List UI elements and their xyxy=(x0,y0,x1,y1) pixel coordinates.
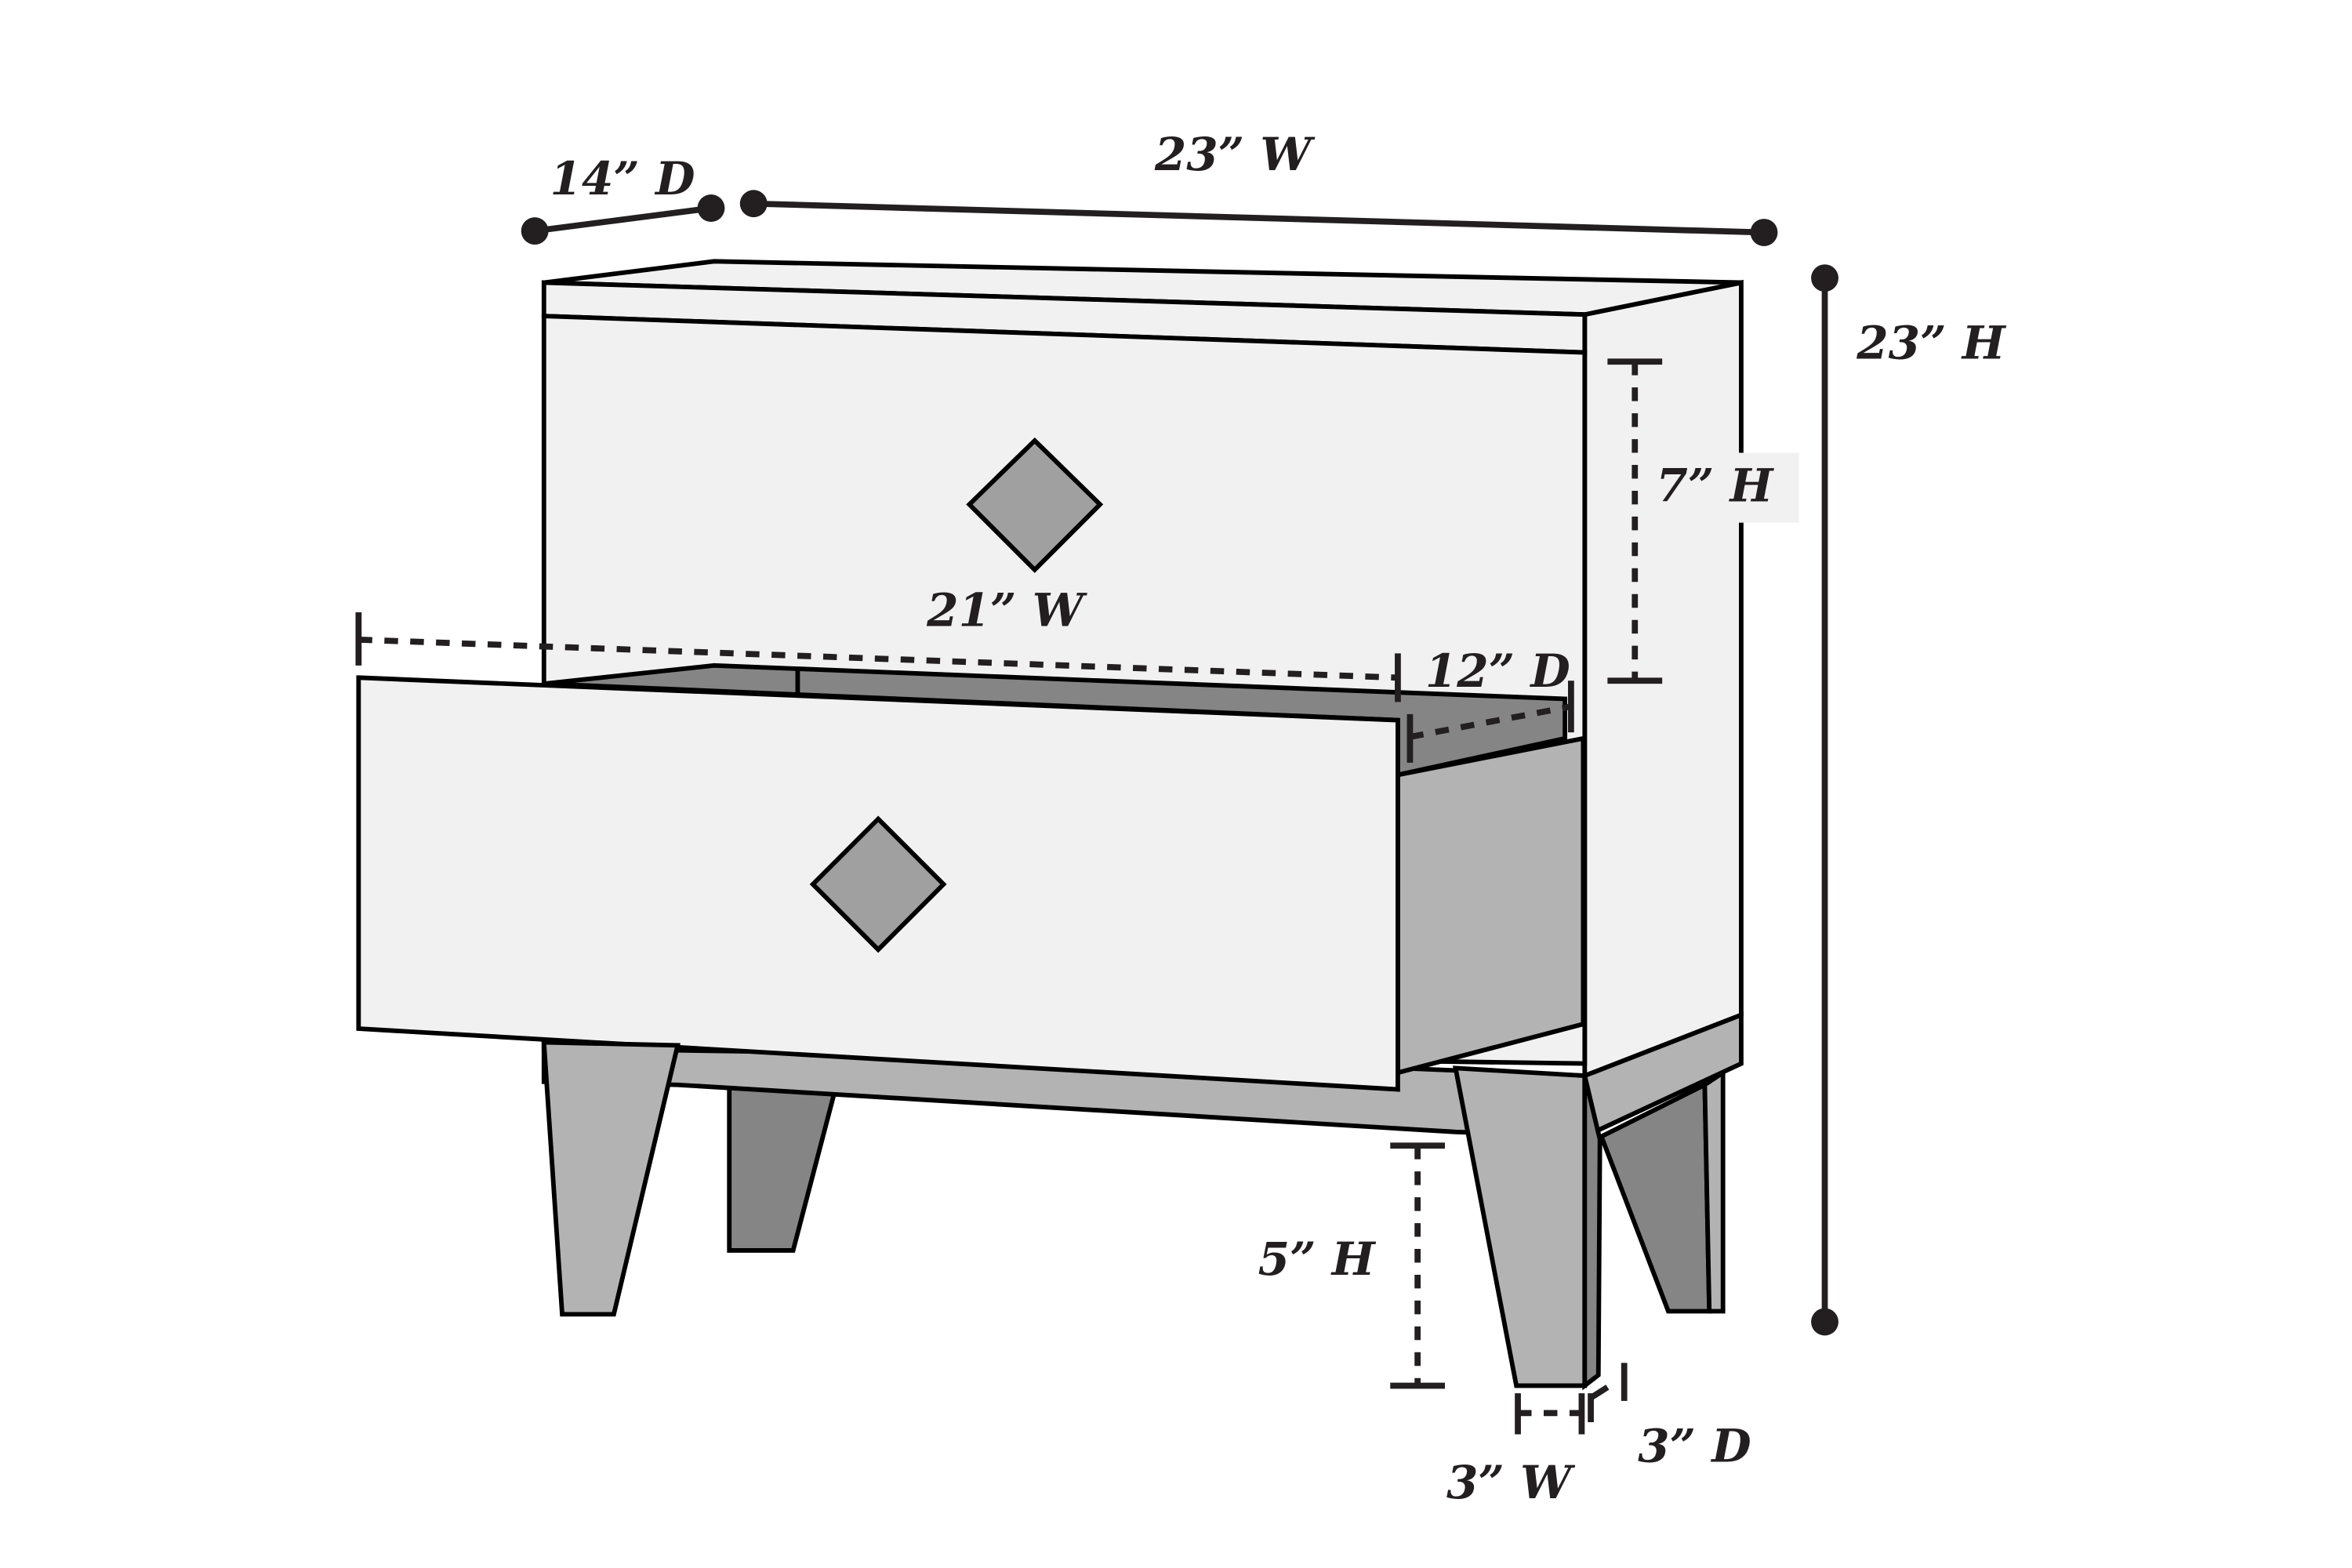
front-right-leg-side xyxy=(1582,1075,1602,1391)
drawer-width-line xyxy=(358,637,1399,681)
upper-drawer-knob xyxy=(966,437,1104,573)
leg-height-label: 5” H xyxy=(1258,1232,1377,1286)
leg-width-label: 3” W xyxy=(1446,1455,1576,1509)
drawer-side xyxy=(1396,735,1586,1076)
overall-height-label: 23” H xyxy=(1856,315,2007,369)
leg-depth-label: 3” D xyxy=(1638,1418,1751,1472)
dimension-endpoint xyxy=(739,190,768,218)
front-left-leg xyxy=(541,1040,681,1317)
back-right-leg-side xyxy=(1702,1068,1726,1314)
drawer-width-label: 21” W xyxy=(926,583,1088,637)
depth-dimension-line xyxy=(534,205,712,234)
drawer-depth-label: 12” D xyxy=(1425,644,1570,698)
back-left-leg xyxy=(727,1079,839,1253)
overall-width-label: 23” W xyxy=(1154,127,1316,181)
overall-depth-label: 14” D xyxy=(550,151,695,205)
width-dimension-line xyxy=(753,200,1765,236)
dimension-endpoint xyxy=(697,194,725,222)
drawer-knob[interactable] xyxy=(809,815,947,953)
drawer-depth-line xyxy=(1409,703,1572,740)
dimension-lines xyxy=(355,190,1838,1435)
dimension-endpoint xyxy=(1811,264,1838,292)
nightstand-body xyxy=(356,259,1744,1391)
drawer-height-label: 7” H xyxy=(1656,459,1774,513)
dimension-labels: 14” D 23” W 23” H 7” H 21” W 12” D 5” H … xyxy=(550,127,2007,1509)
front-right-leg xyxy=(1453,1065,1588,1388)
dimension-endpoint xyxy=(1750,219,1778,246)
dimension-endpoint xyxy=(1811,1308,1838,1336)
dimension-endpoint xyxy=(521,217,549,245)
